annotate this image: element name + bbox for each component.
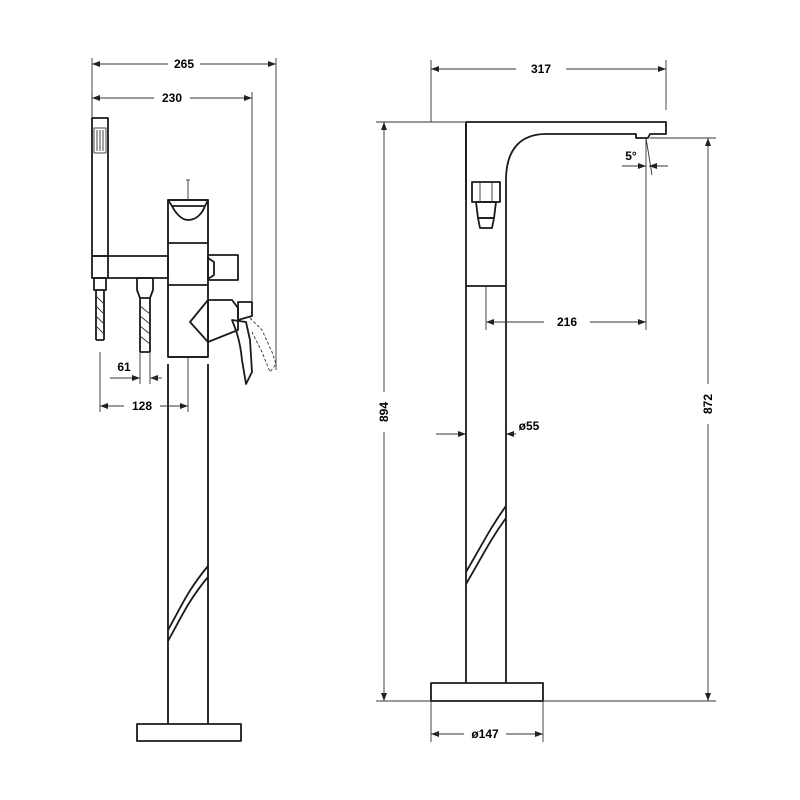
dim-label-216: 216 xyxy=(557,315,577,329)
left-hose-2 xyxy=(139,298,151,353)
left-column xyxy=(167,364,209,724)
left-shower-arm xyxy=(91,255,169,279)
left-hand-shower xyxy=(91,117,109,257)
dim-label-230: 230 xyxy=(162,91,182,105)
right-spout xyxy=(466,121,667,200)
left-lever-block xyxy=(189,299,239,343)
left-floor-plate xyxy=(136,723,242,742)
left-lever-handle xyxy=(231,319,253,385)
dim-label-872: 872 xyxy=(701,394,715,414)
left-mixer-body xyxy=(167,199,209,358)
dim-label-128: 128 xyxy=(132,399,152,413)
left-lever-alt-position xyxy=(249,317,277,373)
right-column-break xyxy=(465,505,507,573)
right-column xyxy=(465,122,507,683)
left-column-break xyxy=(167,565,209,631)
dim-label-317: 317 xyxy=(531,62,551,76)
dim-label-61: 61 xyxy=(117,360,131,374)
dim-label-d147: ø147 xyxy=(471,727,499,741)
right-side-view xyxy=(376,60,716,742)
left-side-connector xyxy=(207,254,239,281)
left-side-view xyxy=(91,58,277,742)
dim-label-5-degree: 5° xyxy=(625,149,637,163)
right-control-knob xyxy=(471,181,501,203)
dim-label-d55: ø55 xyxy=(519,419,540,433)
dim-label-894: 894 xyxy=(377,402,391,422)
right-floor-plate xyxy=(430,682,544,702)
left-hose-1 xyxy=(95,290,105,341)
dim-label-265: 265 xyxy=(174,57,194,71)
